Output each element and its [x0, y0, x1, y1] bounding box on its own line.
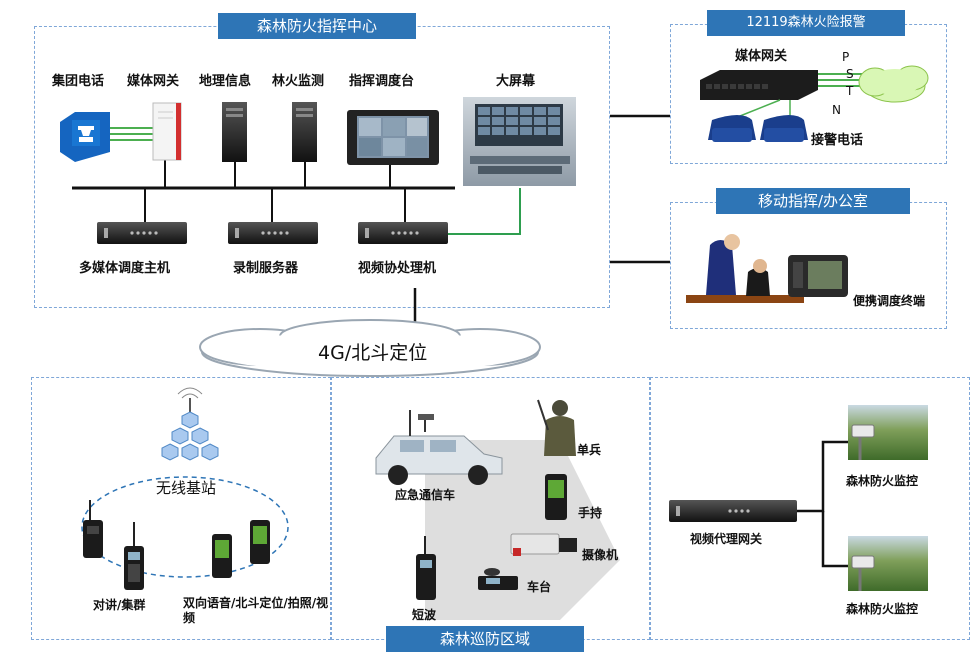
label-dispatch-host: 多媒体调度主机 [79, 261, 171, 276]
label-video-gateway: 视频代理网关 [690, 532, 763, 546]
video-coprocessor-icon [358, 222, 448, 244]
handheld-icon [545, 474, 567, 520]
command-center-title: 森林防火指挥中心 [218, 13, 416, 39]
patrol-right-box [650, 377, 970, 640]
label-fire-monitoring: 林火监测 [272, 74, 325, 89]
label-camera: 摄像机 [582, 548, 619, 562]
label-group-phone: 集团电话 [52, 74, 105, 89]
label-emergency-vehicle: 应急通信车 [395, 488, 456, 502]
camera-icon [510, 533, 577, 556]
label-car-radio: 车台 [527, 580, 552, 594]
soldier-icon [537, 399, 576, 456]
alarm-phone-2-icon [760, 115, 808, 142]
network-label: 4G/北斗定位 [318, 342, 428, 364]
label-dispatch-console: 指挥调度台 [349, 74, 415, 89]
label-shortwave: 短波 [412, 608, 437, 622]
big-screen-room-icon [463, 97, 576, 186]
radio-range-ellipse [81, 476, 289, 578]
gateway-link-line [797, 440, 848, 513]
coverage-shape [425, 440, 620, 620]
label-recording-server: 录制服务器 [233, 261, 299, 276]
media-gateway-switch-icon [700, 70, 818, 100]
label-handheld: 手持 [578, 506, 603, 520]
video-proxy-gateway-icon [669, 500, 797, 522]
label-two-way: 双向语音/北斗定位/拍照/视频 [183, 596, 329, 625]
label-video-coprocessor: 视频协处理机 [358, 261, 437, 276]
pstn-cloud-icon [858, 65, 929, 103]
label-media-gateway: 媒体网关 [127, 74, 180, 89]
network-cloud-icon [199, 319, 541, 377]
radio-1-icon [83, 500, 103, 558]
pstn-letter-n: N [832, 103, 841, 117]
dispatch-host-icon [97, 222, 187, 244]
forest-camera-2-icon [848, 536, 928, 591]
label-monitor-2: 森林防火监控 [846, 602, 919, 616]
patrol-title: 森林巡防区域 [386, 626, 584, 652]
media-gateway-device-icon [152, 102, 182, 161]
label-gis: 地理信息 [199, 74, 252, 89]
label-alarm-phone: 接警电话 [811, 133, 864, 148]
video-link-line [448, 188, 521, 235]
alarm-phone-1-icon [708, 115, 756, 142]
label-portable-terminal: 便携调度终端 [853, 294, 926, 308]
alarm-title: 12119森林火险报警 [707, 10, 905, 36]
dispatch-console-icon [347, 110, 439, 165]
car-radio-icon [478, 568, 518, 590]
office-people-icon [686, 234, 804, 303]
phone-1-icon [212, 534, 232, 578]
label-alarm-gateway: 媒体网关 [735, 49, 788, 64]
shortwave-radio-icon [416, 536, 436, 600]
forest-camera-1-icon [848, 405, 928, 460]
phone-2-icon [250, 520, 270, 564]
pstn-letter-t: T [846, 84, 854, 98]
label-big-screen: 大屏幕 [496, 74, 536, 89]
label-intercom: 对讲/集群 [93, 598, 146, 612]
recording-server-icon [228, 222, 318, 244]
gis-server-icon [222, 102, 247, 162]
radio-2-icon [124, 522, 144, 590]
label-soldier: 单兵 [577, 443, 602, 457]
label-base-station: 无线基站 [156, 479, 217, 497]
label-monitor-1: 森林防火监控 [846, 474, 919, 488]
patrol-left-box [31, 377, 331, 640]
pstn-letter-p: P [842, 50, 850, 64]
fire-monitor-server-icon [292, 102, 317, 162]
portable-terminal-icon [788, 255, 848, 297]
mobile-office-title: 移动指挥/办公室 [716, 188, 910, 214]
pstn-letter-s: S [846, 67, 854, 81]
group-phone-icon [60, 112, 110, 162]
emergency-vehicle-icon [375, 410, 503, 485]
base-station-icon [161, 387, 219, 461]
